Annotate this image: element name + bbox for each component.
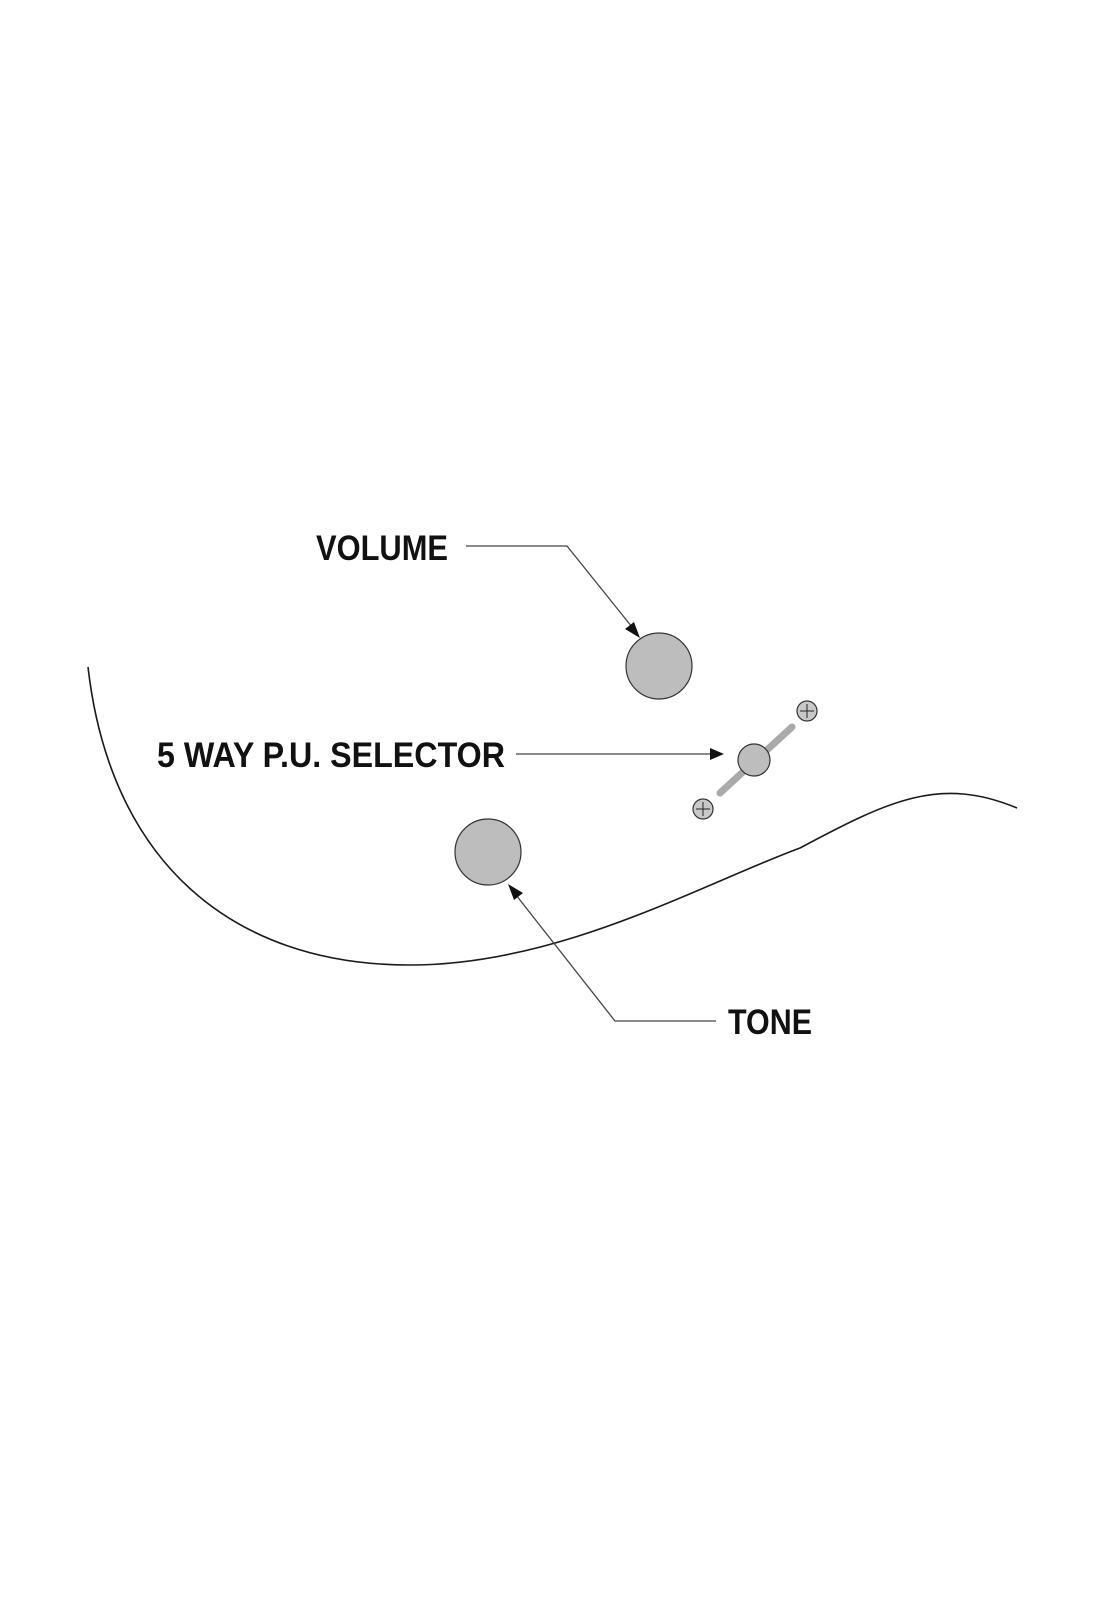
- selector-label: 5 WAY P.U. SELECTOR: [157, 736, 505, 775]
- selector-tip: [737, 743, 771, 777]
- pickup-selector-switch: [692, 700, 818, 820]
- volume-pointer: [466, 545, 640, 638]
- guitar-body-outline: [87, 666, 1018, 966]
- tone-pointer: [508, 884, 716, 1022]
- selector-screw-bottom: [692, 798, 714, 820]
- tone-label: TONE: [728, 1003, 812, 1042]
- selector-arrowhead: [710, 748, 724, 760]
- volume-label: VOLUME: [316, 529, 448, 568]
- selector-pointer: [516, 748, 724, 760]
- tone-leader-line: [515, 894, 716, 1022]
- tone-arrowhead: [508, 884, 523, 900]
- selector-screw-top: [796, 700, 818, 722]
- tone-knob: [454, 818, 522, 886]
- volume-leader-line: [466, 545, 633, 628]
- volume-knob: [625, 632, 693, 700]
- volume-arrowhead: [625, 622, 640, 638]
